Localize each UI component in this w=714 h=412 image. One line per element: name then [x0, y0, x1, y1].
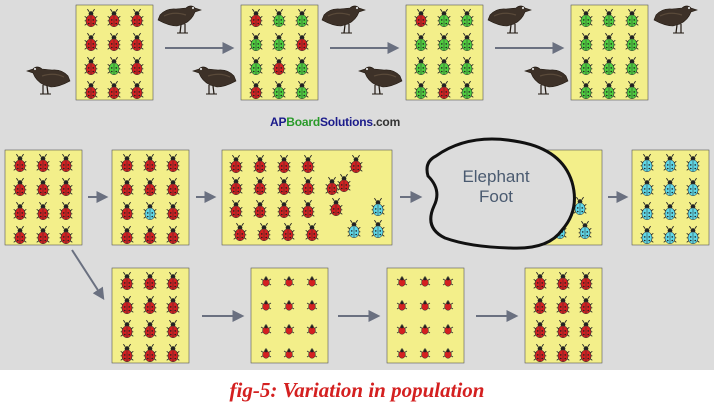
elephant-foot-label-line1: Elephant — [462, 167, 529, 186]
watermark-board: Board — [286, 115, 320, 129]
crow-icon — [157, 5, 202, 34]
crow-icon — [487, 5, 532, 34]
watermark-solutions: Solutions — [319, 115, 373, 129]
population-diagram: Elephant Foot — [4, 4, 710, 364]
crow-icon — [524, 66, 569, 95]
crow-icon — [321, 5, 366, 34]
elephant-foot-shape — [425, 137, 576, 250]
figure-caption: fig-5: Variation in population — [229, 378, 485, 402]
crow-icon — [358, 66, 403, 95]
watermark-com: .com — [372, 115, 401, 129]
watermark-ap: AP — [270, 115, 287, 129]
crow-icon — [26, 66, 71, 95]
diagram-stage: Elephant Foot APBoardSolutions.com — [0, 0, 714, 370]
watermark: APBoardSolutions.com — [270, 115, 400, 129]
elephant-foot-label-line2: Foot — [479, 187, 513, 206]
arrow-icon — [71, 249, 105, 301]
crow-icon — [653, 5, 698, 34]
crow-icon — [192, 66, 237, 95]
